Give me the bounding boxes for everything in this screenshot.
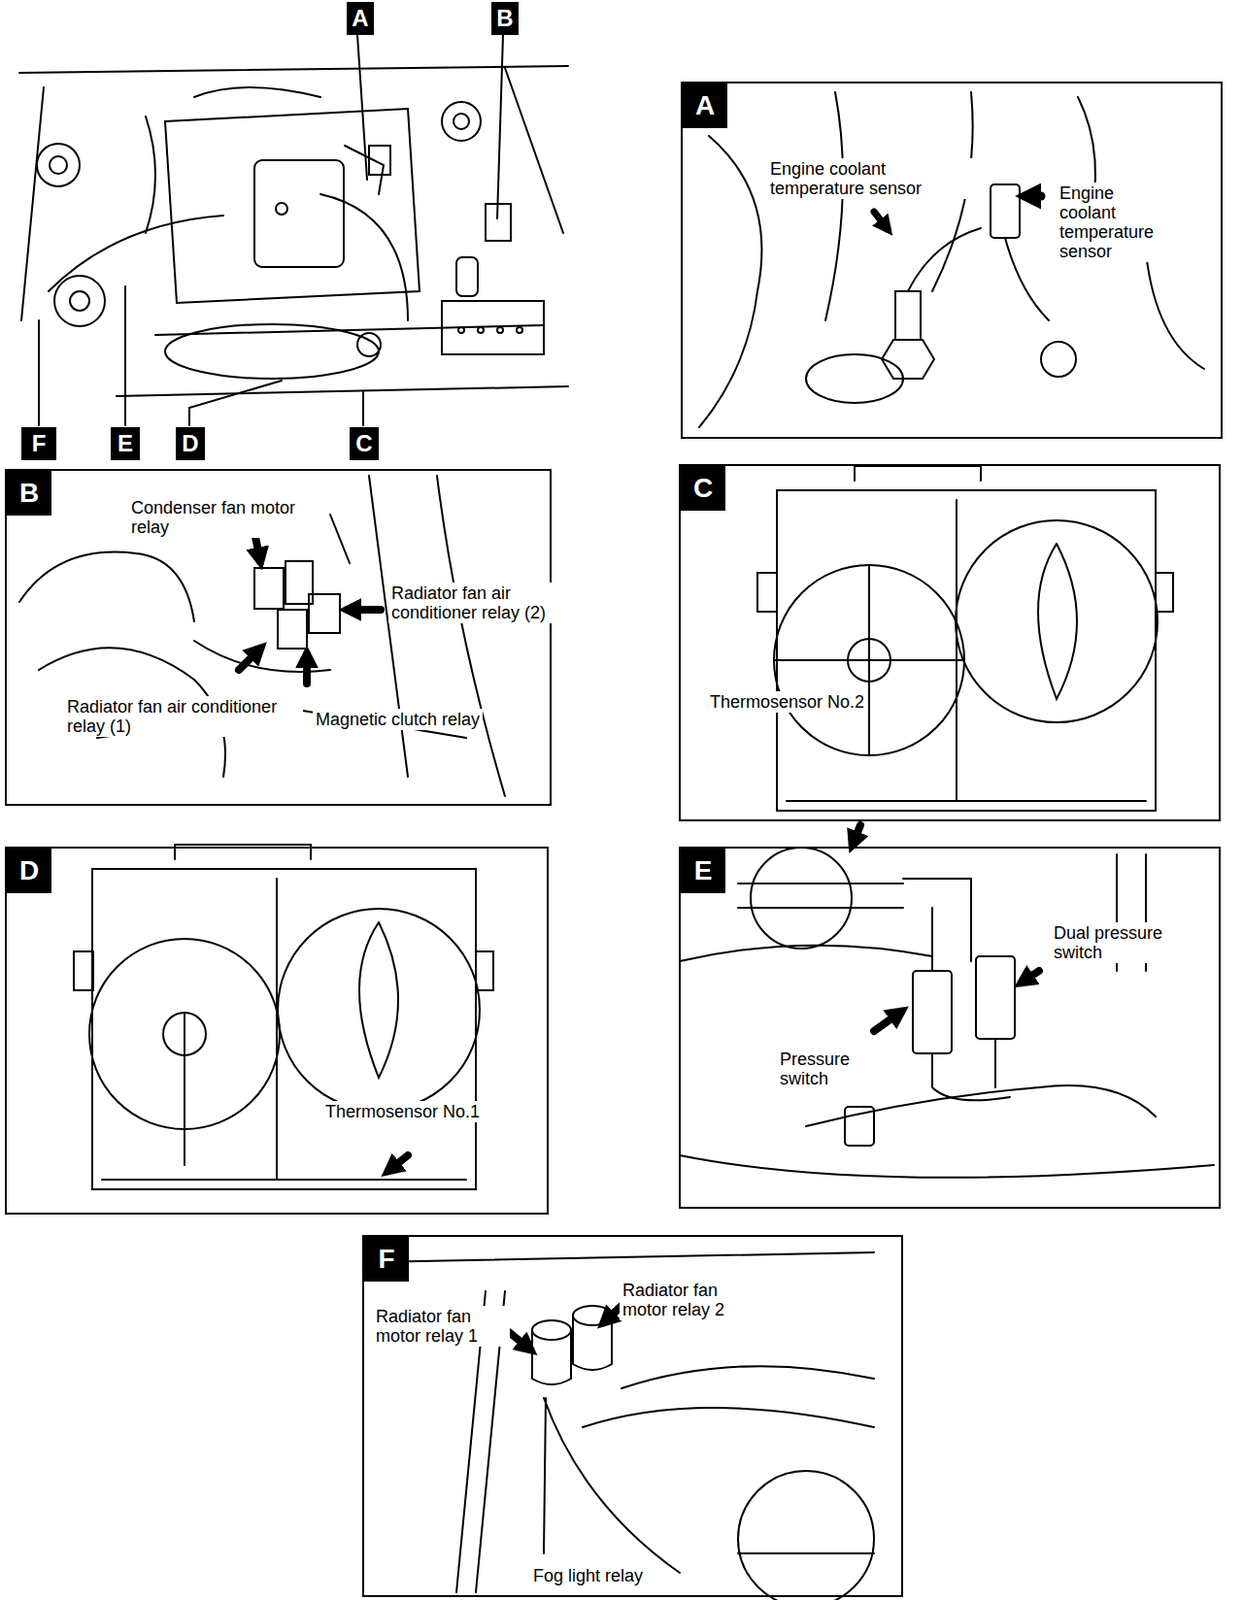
part-label: Radiator fan air conditioner relay (1) <box>64 696 303 738</box>
panel-letter: E <box>680 848 726 894</box>
callout-letter: D <box>175 427 205 461</box>
panel-letter: C <box>680 466 726 511</box>
part-label: Engine coolant temperature sensor <box>1056 182 1170 263</box>
part-label: Engine coolant temperature sensor <box>767 158 982 200</box>
callout-text: F <box>32 430 47 458</box>
callout-letter: A <box>346 1 374 35</box>
part-label: Radiator fan motor relay 1 <box>372 1306 510 1347</box>
callout-text: E <box>117 430 134 458</box>
part-label: Magnetic clutch relay <box>312 708 483 731</box>
callout-letter: E <box>110 427 140 461</box>
part-label: Radiator fan motor relay 2 <box>619 1279 762 1321</box>
detail-panel: C <box>678 464 1221 822</box>
part-label: Pressure switch <box>776 1048 875 1090</box>
part-label: Dual pressure switch <box>1050 922 1174 964</box>
callout-text: A <box>351 4 369 33</box>
callout-letter: F <box>21 427 57 461</box>
callout-text: C <box>355 430 372 458</box>
callout-text: D <box>181 430 199 458</box>
callout-letter: B <box>491 1 519 35</box>
callout-text: B <box>496 4 513 33</box>
panel-letter: D <box>6 848 52 894</box>
part-label: Condenser fan motor relay <box>128 497 314 538</box>
part-label: Thermosensor No.1 <box>322 1101 483 1123</box>
callout-letter: C <box>349 427 379 461</box>
panel-letter: F <box>364 1237 409 1282</box>
part-label: Radiator fan air conditioner relay (2) <box>388 582 555 624</box>
panel-letter: B <box>6 470 52 516</box>
detail-panel: D <box>4 846 549 1215</box>
part-label: Thermosensor No.2 <box>706 691 868 713</box>
panel-letter: A <box>682 83 728 129</box>
detail-panel: E <box>678 846 1221 1210</box>
part-label: Fog light relay <box>530 1565 646 1587</box>
